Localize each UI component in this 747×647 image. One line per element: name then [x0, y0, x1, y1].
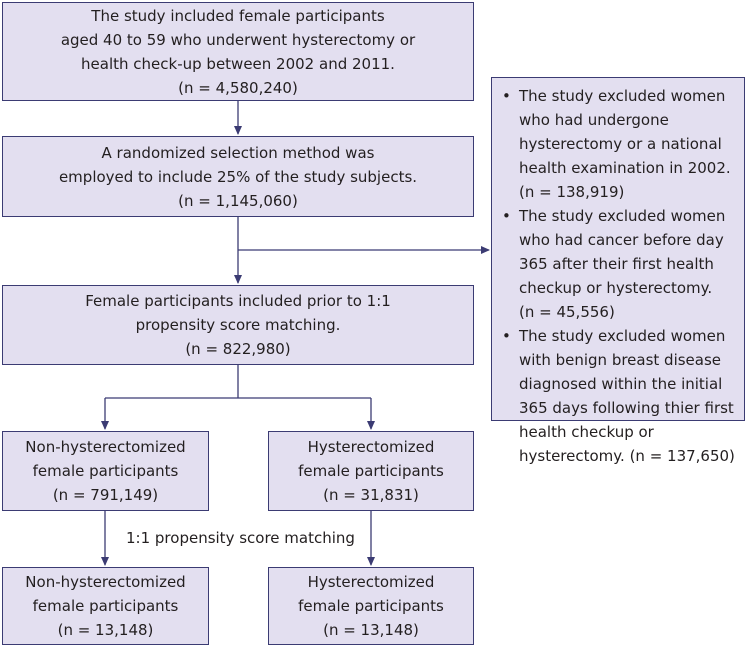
- exclusion-count: hysterectomy. (n = 137,650): [519, 447, 735, 465]
- box-text-line: female participants: [32, 597, 179, 615]
- exclusion-text-line: checkup or hysterectomy.: [519, 279, 713, 297]
- box-count: (n = 13,148): [57, 621, 154, 639]
- box-count: (n = 791,149): [52, 486, 159, 504]
- box-hysterectomized-after: Hysterectomized female participants (n =…: [268, 567, 474, 645]
- box-text-line: Hysterectomized: [307, 573, 435, 591]
- exclusion-text-line: The study excluded women: [519, 207, 726, 225]
- exclusion-text-line: The study excluded women: [519, 327, 726, 345]
- box-exclusions: • The study excluded women who had under…: [491, 77, 745, 465]
- bullet-icon: •: [502, 87, 511, 105]
- box-text-line: The study included female participants: [91, 6, 385, 25]
- exclusion-count: (n = 45,556): [519, 303, 615, 321]
- box-text-line: Hysterectomized: [307, 438, 435, 456]
- box-count: (n = 31,831): [323, 486, 419, 504]
- box-text-line: aged 40 to 59 who underwent hysterectomy…: [60, 30, 416, 49]
- exclusion-text-line: who had cancer before day: [519, 231, 724, 249]
- box-text-line: female participants: [32, 462, 179, 480]
- exclusion-count: (n = 138,919): [519, 183, 625, 201]
- box-count: (n = 1,145,060): [178, 191, 298, 210]
- box-random-selection: A randomized selection method was employ…: [2, 136, 474, 217]
- box-count: (n = 822,980): [185, 340, 291, 358]
- exclusion-item: • The study excluded women who had cance…: [502, 204, 744, 324]
- bullet-icon: •: [502, 207, 511, 225]
- box-text-line: Non-hysterectomized: [25, 438, 186, 456]
- exclusion-text-line: health examination in 2002.: [519, 159, 731, 177]
- box-non-hysterectomized-before: Non-hysterectomized female participants …: [2, 431, 209, 511]
- box-count: (n = 13,148): [323, 621, 419, 639]
- exclusion-item: • The study excluded women who had under…: [502, 84, 744, 204]
- box-text-line: A randomized selection method was: [101, 143, 375, 162]
- matching-label: 1:1 propensity score matching: [126, 529, 355, 547]
- box-text-line: employed to include 25% of the study sub…: [58, 167, 418, 186]
- box-count: (n = 4,580,240): [178, 78, 298, 97]
- box-text-line: health check-up between 2002 and 2011.: [81, 54, 395, 73]
- bullet-icon: •: [502, 327, 511, 345]
- box-prior-to-matching: Female participants included prior to 1:…: [2, 285, 474, 365]
- box-text-line: female participants: [298, 597, 444, 615]
- exclusion-text-line: who had undergone: [519, 111, 669, 129]
- box-study-included: The study included female participants a…: [2, 2, 474, 101]
- exclusion-text-line: with benign breast disease: [519, 351, 722, 369]
- exclusion-text-line: 365 after their first health: [519, 255, 714, 273]
- box-non-hysterectomized-after: Non-hysterectomized female participants …: [2, 567, 209, 645]
- box-text-line: Female participants included prior to 1:…: [85, 292, 391, 310]
- exclusion-text-line: diagnosed within the initial: [519, 375, 723, 393]
- exclusion-item: • The study excluded women with benign b…: [502, 324, 744, 468]
- box-hysterectomized-before: Hysterectomized female participants (n =…: [268, 431, 474, 511]
- exclusion-text-line: hysterectomy or a national: [519, 135, 722, 153]
- exclusion-text-line: health checkup or: [519, 423, 654, 441]
- exclusion-text-line: The study excluded women: [519, 87, 726, 105]
- box-text-line: female participants: [298, 462, 444, 480]
- box-text-line: Non-hysterectomized: [25, 573, 186, 591]
- box-text-line: propensity score matching.: [135, 316, 341, 334]
- exclusion-text-line: 365 days following thier first: [519, 399, 734, 417]
